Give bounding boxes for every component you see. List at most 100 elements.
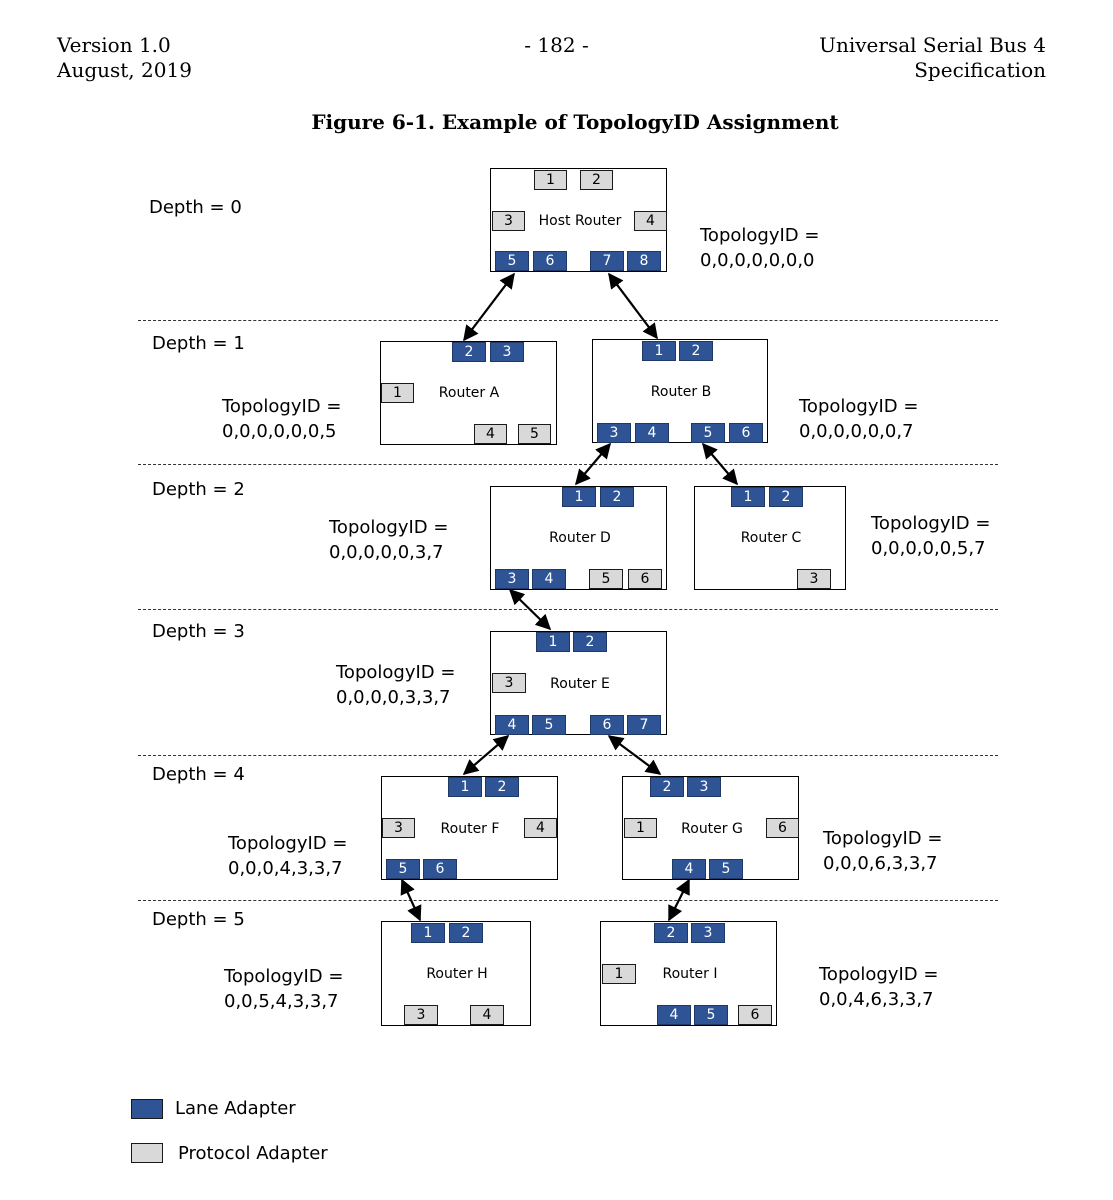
- topology-id-router-c: TopologyID = 0,0,0,0,0,5,7: [871, 511, 990, 561]
- depth-separator: [138, 900, 998, 901]
- depth-label-4: Depth = 4: [152, 764, 245, 785]
- topology-id-value: 0,0,0,0,0,3,7: [329, 542, 444, 563]
- lane-adapter-1: 1: [731, 487, 765, 507]
- lane-adapter-5: 5: [386, 859, 420, 879]
- lane-adapter-4: 4: [635, 423, 669, 443]
- router-e: Router E 1 2 3 4 5 6 7: [490, 631, 667, 735]
- link-f-h: [400, 878, 422, 922]
- version-text: Version 1.0: [57, 33, 171, 57]
- depth-separator: [138, 320, 998, 321]
- protocol-adapter-3: 3: [492, 673, 526, 693]
- depth-label-5: Depth = 5: [152, 909, 245, 930]
- topology-id-host: TopologyID = 0,0,0,0,0,0,0: [700, 223, 819, 273]
- router-c: Router C 1 2 3: [694, 486, 846, 590]
- lane-adapter-2: 2: [679, 341, 713, 361]
- depth-label-0: Depth = 0: [149, 197, 242, 218]
- protocol-adapter-2: 2: [580, 170, 613, 190]
- lane-adapter-1: 1: [411, 923, 445, 943]
- lane-adapter-5: 5: [532, 715, 566, 735]
- lane-adapter-3: 3: [691, 923, 725, 943]
- router-i: Router I 2 3 1 4 5 6: [600, 921, 777, 1026]
- link-host-b: [608, 272, 658, 340]
- topology-id-router-g: TopologyID = 0,0,0,6,3,3,7: [823, 826, 942, 876]
- router-b: Router B 1 2 3 4 5 6: [592, 339, 768, 443]
- topology-id-value: 0,0,0,0,0,0,0: [700, 250, 815, 271]
- router-name: Router A: [438, 385, 500, 401]
- router-h: Router H 1 2 3 4: [381, 921, 531, 1026]
- router-name: Router G: [681, 821, 743, 837]
- router-name: Router D: [549, 530, 611, 546]
- depth-label-3: Depth = 3: [152, 621, 245, 642]
- spec-subtitle-text: Specification: [914, 58, 1046, 82]
- topology-id-label: TopologyID =: [871, 513, 991, 534]
- depth-label-1: Depth = 1: [152, 333, 245, 354]
- depth-separator: [138, 609, 998, 610]
- topology-id-label: TopologyID =: [819, 964, 939, 985]
- protocol-adapter-3: 3: [382, 818, 415, 838]
- lane-adapter-1: 1: [536, 632, 570, 652]
- topology-id-router-i: TopologyID = 0,0,4,6,3,3,7: [819, 962, 938, 1012]
- lane-adapter-3: 3: [597, 423, 631, 443]
- topology-id-value: 0,0,5,4,3,3,7: [224, 991, 339, 1012]
- topology-id-value: 0,0,4,6,3,3,7: [819, 989, 934, 1010]
- date-text: August, 2019: [57, 58, 192, 82]
- page-number: - 182 -: [524, 33, 589, 57]
- depth-separator: [138, 755, 998, 756]
- lane-adapter-2: 2: [600, 487, 634, 507]
- protocol-adapter-5: 5: [589, 569, 623, 589]
- lane-adapter-2: 2: [650, 777, 684, 797]
- lane-adapter-2: 2: [573, 632, 607, 652]
- lane-adapter-5: 5: [694, 1005, 728, 1025]
- legend-protocol-label: Protocol Adapter: [178, 1143, 328, 1164]
- lane-adapter-1: 1: [562, 487, 596, 507]
- protocol-adapter-6: 6: [766, 818, 799, 838]
- protocol-adapter-1: 1: [624, 818, 657, 838]
- link-b-d: [575, 442, 611, 486]
- depth-separator: [138, 464, 998, 465]
- lane-adapter-3: 3: [490, 342, 524, 362]
- link-g-i: [668, 878, 690, 922]
- legend-protocol-swatch: [131, 1143, 163, 1163]
- lane-adapter-8: 8: [627, 251, 661, 271]
- link-b-c: [702, 442, 738, 486]
- topology-id-label: TopologyID =: [222, 396, 342, 417]
- lane-adapter-4: 4: [657, 1005, 691, 1025]
- lane-adapter-1: 1: [448, 777, 482, 797]
- lane-adapter-5: 5: [691, 423, 725, 443]
- router-f: Router F 1 2 3 4 5 6: [381, 776, 558, 880]
- lane-adapter-5: 5: [709, 859, 743, 879]
- lane-adapter-2: 2: [449, 923, 483, 943]
- topology-id-label: TopologyID =: [329, 517, 449, 538]
- router-name: Router B: [650, 384, 712, 400]
- topology-id-value: 0,0,0,0,3,3,7: [336, 687, 451, 708]
- router-d: Router D 1 2 3 4 5 6: [490, 486, 667, 590]
- topology-id-router-d: TopologyID = 0,0,0,0,0,3,7: [329, 515, 448, 565]
- link-e-f: [462, 734, 510, 776]
- topology-id-label: TopologyID =: [336, 662, 456, 683]
- topology-id-value: 0,0,0,0,0,0,5: [222, 421, 337, 442]
- topology-id-router-h: TopologyID = 0,0,5,4,3,3,7: [224, 964, 343, 1014]
- lane-adapter-1: 1: [642, 341, 676, 361]
- spec-name-text: Universal Serial Bus 4: [819, 33, 1046, 57]
- legend-lane-swatch: [131, 1099, 163, 1119]
- topology-id-label: TopologyID =: [700, 225, 820, 246]
- lane-adapter-4: 4: [495, 715, 529, 735]
- protocol-adapter-1: 1: [534, 170, 567, 190]
- link-d-e: [508, 588, 552, 631]
- link-host-a: [463, 272, 515, 342]
- page-header-right: Universal Serial Bus 4 Specification: [819, 33, 1046, 83]
- figure-title: Figure 6-1. Example of TopologyID Assign…: [311, 110, 839, 134]
- lane-adapter-7: 7: [590, 251, 624, 271]
- router-name: Router I: [662, 966, 718, 982]
- protocol-adapter-4: 4: [470, 1005, 504, 1025]
- link-e-g: [607, 735, 662, 775]
- protocol-adapter-6: 6: [628, 569, 662, 589]
- router-name: Router C: [740, 530, 802, 546]
- protocol-adapter-3: 3: [492, 211, 525, 231]
- protocol-adapter-6: 6: [738, 1005, 772, 1025]
- lane-adapter-4: 4: [532, 569, 566, 589]
- topology-id-label: TopologyID =: [224, 966, 344, 987]
- page-header-left: Version 1.0 August, 2019: [57, 33, 192, 83]
- depth-label-2: Depth = 2: [152, 479, 245, 500]
